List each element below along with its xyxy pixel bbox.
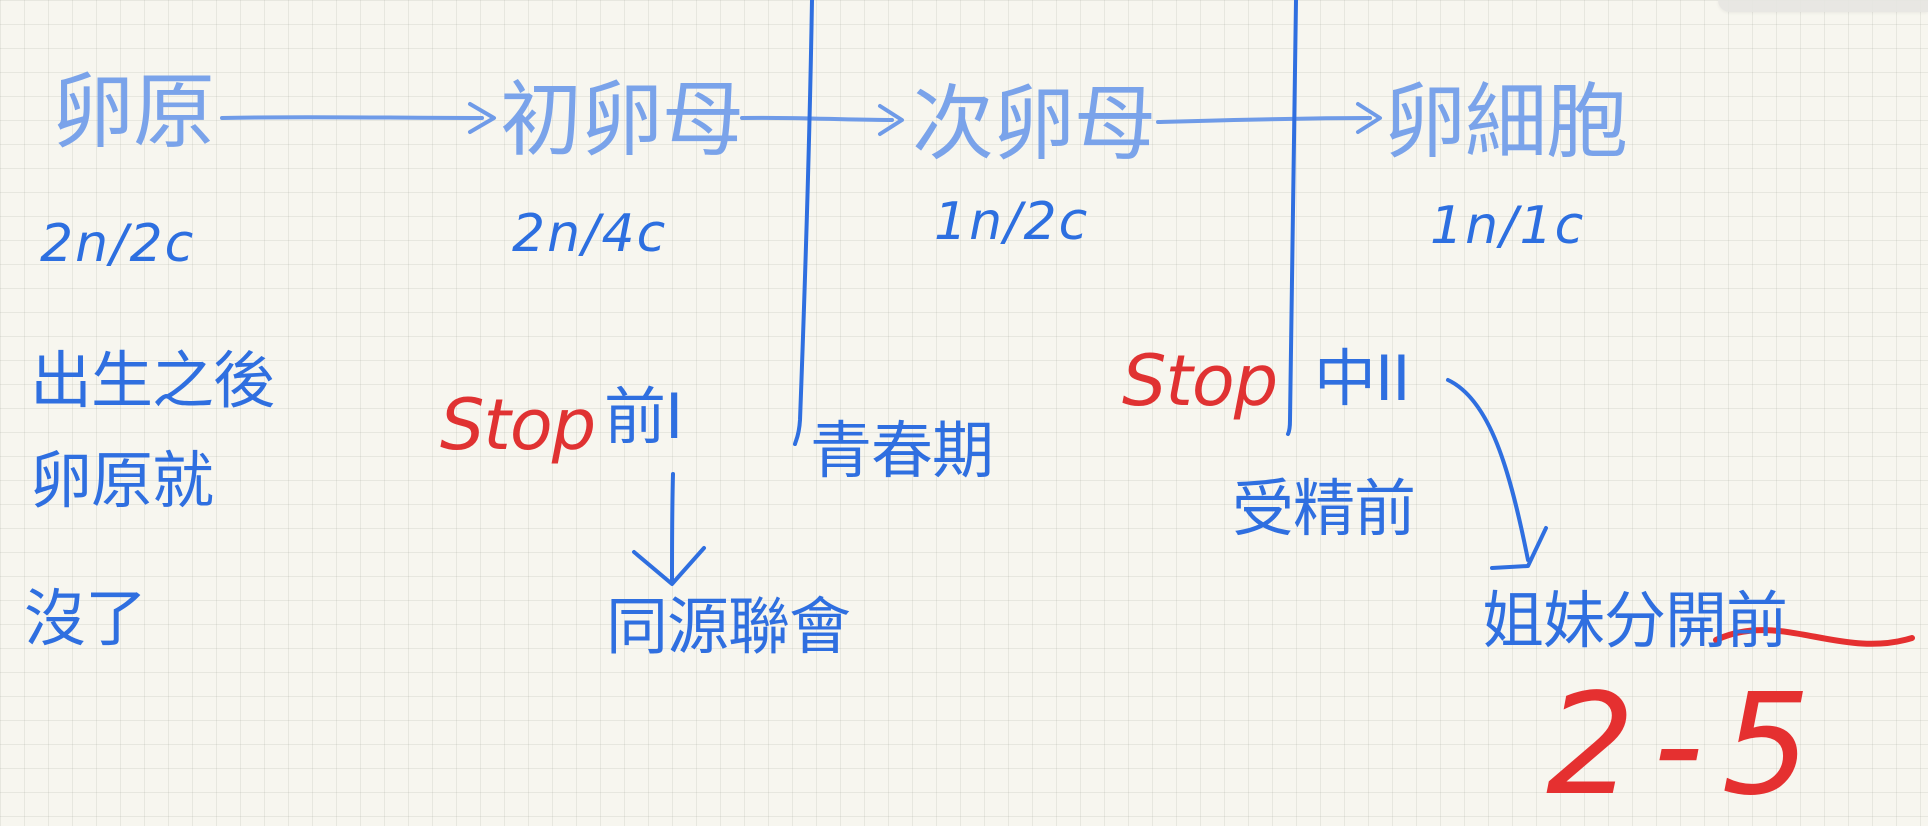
prophase-label: 前I [604,380,683,453]
arrow-prophase-to-synapsis [670,472,675,582]
sister-separation-label: 姐妹分開前 [1482,584,1788,657]
arrow-metaphase-to-sisters [1446,378,1530,562]
metaphase-label: 中II [1314,342,1411,415]
prefertilization-label: 受精前 [1232,472,1416,545]
arrowhead-oogonia-to-primary [468,102,496,134]
divider-puberty [793,0,814,446]
ploidy-egg-cell: 1n/1c [1430,196,1586,256]
puberty-label: 青春期 [810,414,994,487]
arrowhead-prophase-to-synapsis [632,546,706,586]
ploidy-primary-oocyte: 2n/4c [512,204,668,264]
stage-secondary-oocyte: 次卵母 [912,77,1156,172]
arrow-oogonia-to-primary [220,115,484,120]
divider-fertilization [1286,0,1298,436]
oogonia-note-line-2: 卵原就 [30,444,214,517]
red-slash-stroke [1713,627,1915,647]
arrow-secondary-to-egg [1156,116,1372,124]
stage-oogonia: 卵原 [52,65,215,160]
arrowhead-secondary-to-egg [1356,102,1382,134]
stage-primary-oocyte: 初卵母 [500,73,744,168]
arrowhead-primary-to-secondary [878,104,904,136]
stop-prophase-label: Stop [440,384,596,466]
page-number: 2-5 [1546,664,1829,826]
arrowhead-metaphase-to-sisters [1490,526,1548,570]
synapsis-label: 同源聯會 [606,590,851,663]
arrow-primary-to-secondary [740,115,894,122]
oogonia-note-line-1: 出生之後 [30,344,275,417]
ploidy-secondary-oocyte: 1n/2c [934,192,1090,252]
ploidy-oogonia: 2n/2c [40,214,196,274]
corner-shade [1718,0,1928,12]
stage-egg-cell: 卵細胞 [1384,75,1628,170]
oogonia-note-line-3: 沒了 [24,582,147,655]
stop-metaphase-label: Stop [1122,340,1278,422]
